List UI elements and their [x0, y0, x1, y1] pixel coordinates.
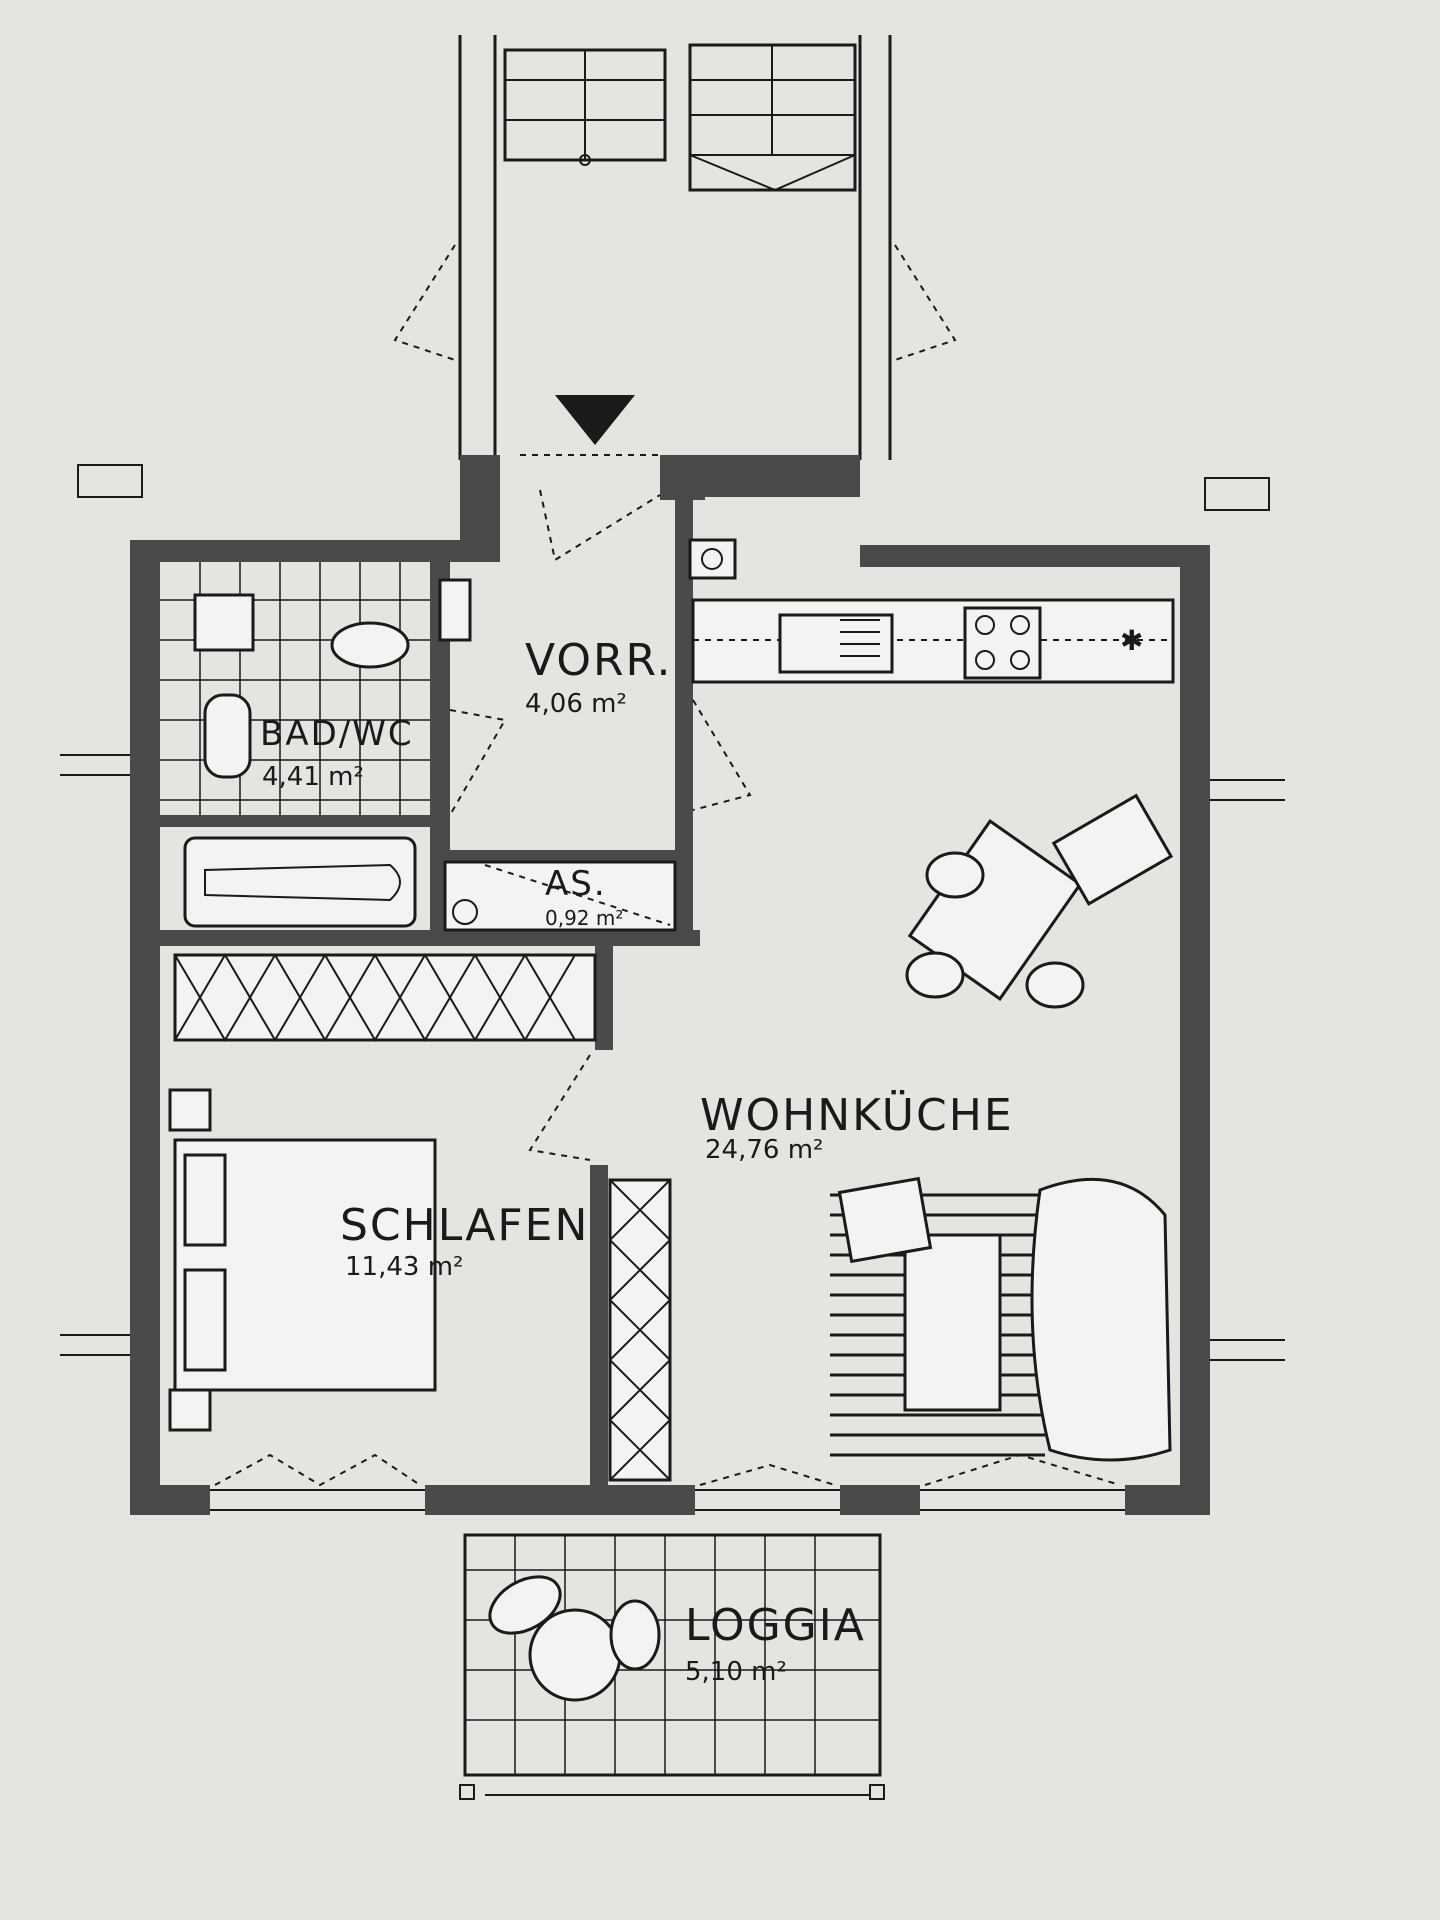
stair-left [503, 48, 667, 166]
schlafen-name: SCHLAFEN [340, 1200, 589, 1251]
bad-area: 4,41 m² [262, 762, 364, 792]
boiler-icon [688, 538, 737, 580]
shaft [438, 578, 472, 642]
abstellraum-name: AS. [545, 864, 607, 904]
loggia [459, 1533, 885, 1800]
loggia-chair [609, 1599, 661, 1671]
loggia-table [528, 1608, 622, 1702]
vorraum-area: 4,06 m² [525, 689, 627, 719]
wardrobe [173, 953, 597, 1042]
wohnkueche-name: WOHNKÜCHE [700, 1089, 1014, 1141]
bedroom-door-swing [528, 1054, 591, 1161]
doors [449, 454, 752, 1161]
dining-table [905, 793, 1174, 1009]
bedroom [168, 953, 672, 1482]
abstellraum-area: 0,92 m² [545, 906, 623, 930]
bathroom [160, 562, 472, 928]
kitchen-counter: ✱ [688, 538, 1175, 684]
entrance-arrow-icon [555, 395, 635, 445]
stairwell [393, 35, 957, 460]
nightstand [168, 1388, 212, 1432]
loggia-area: 5,10 m² [685, 1657, 787, 1687]
exterior-lines [60, 464, 1285, 1361]
pillow [183, 1268, 227, 1372]
interior-walls [160, 460, 700, 1485]
bathtub-icon [183, 836, 417, 928]
window-swing-left [393, 244, 456, 361]
bad-name: BAD/WC [260, 714, 414, 754]
stove-icon [963, 606, 1042, 680]
living-area [830, 1176, 1172, 1462]
nightstand [168, 1088, 212, 1132]
labels: VORR. 4,06 m² BAD/WC 4,41 m² AS. 0,92 m²… [260, 635, 1014, 1687]
washbasin-icon [203, 693, 252, 779]
cushion [837, 1176, 933, 1264]
storage-room [443, 860, 677, 932]
wohnkueche-area: 24,76 m² [705, 1135, 823, 1165]
coffee-table [903, 1233, 1002, 1412]
loggia-chair [488, 1575, 562, 1635]
loggia-name: LOGGIA [685, 1600, 866, 1651]
fridge-icon: ✱ [1120, 624, 1143, 657]
pillow [183, 1153, 227, 1247]
window-swing-right [894, 244, 957, 361]
kitchen-door-swing [692, 699, 752, 811]
toilet-icon [330, 621, 410, 669]
water-heater-icon [452, 899, 478, 925]
vorraum-name: VORR. [525, 635, 673, 686]
sofa [1030, 1177, 1172, 1462]
toilet-tank [193, 593, 255, 652]
schlafen-area: 11,43 m² [345, 1252, 463, 1282]
stair-right [688, 43, 857, 192]
